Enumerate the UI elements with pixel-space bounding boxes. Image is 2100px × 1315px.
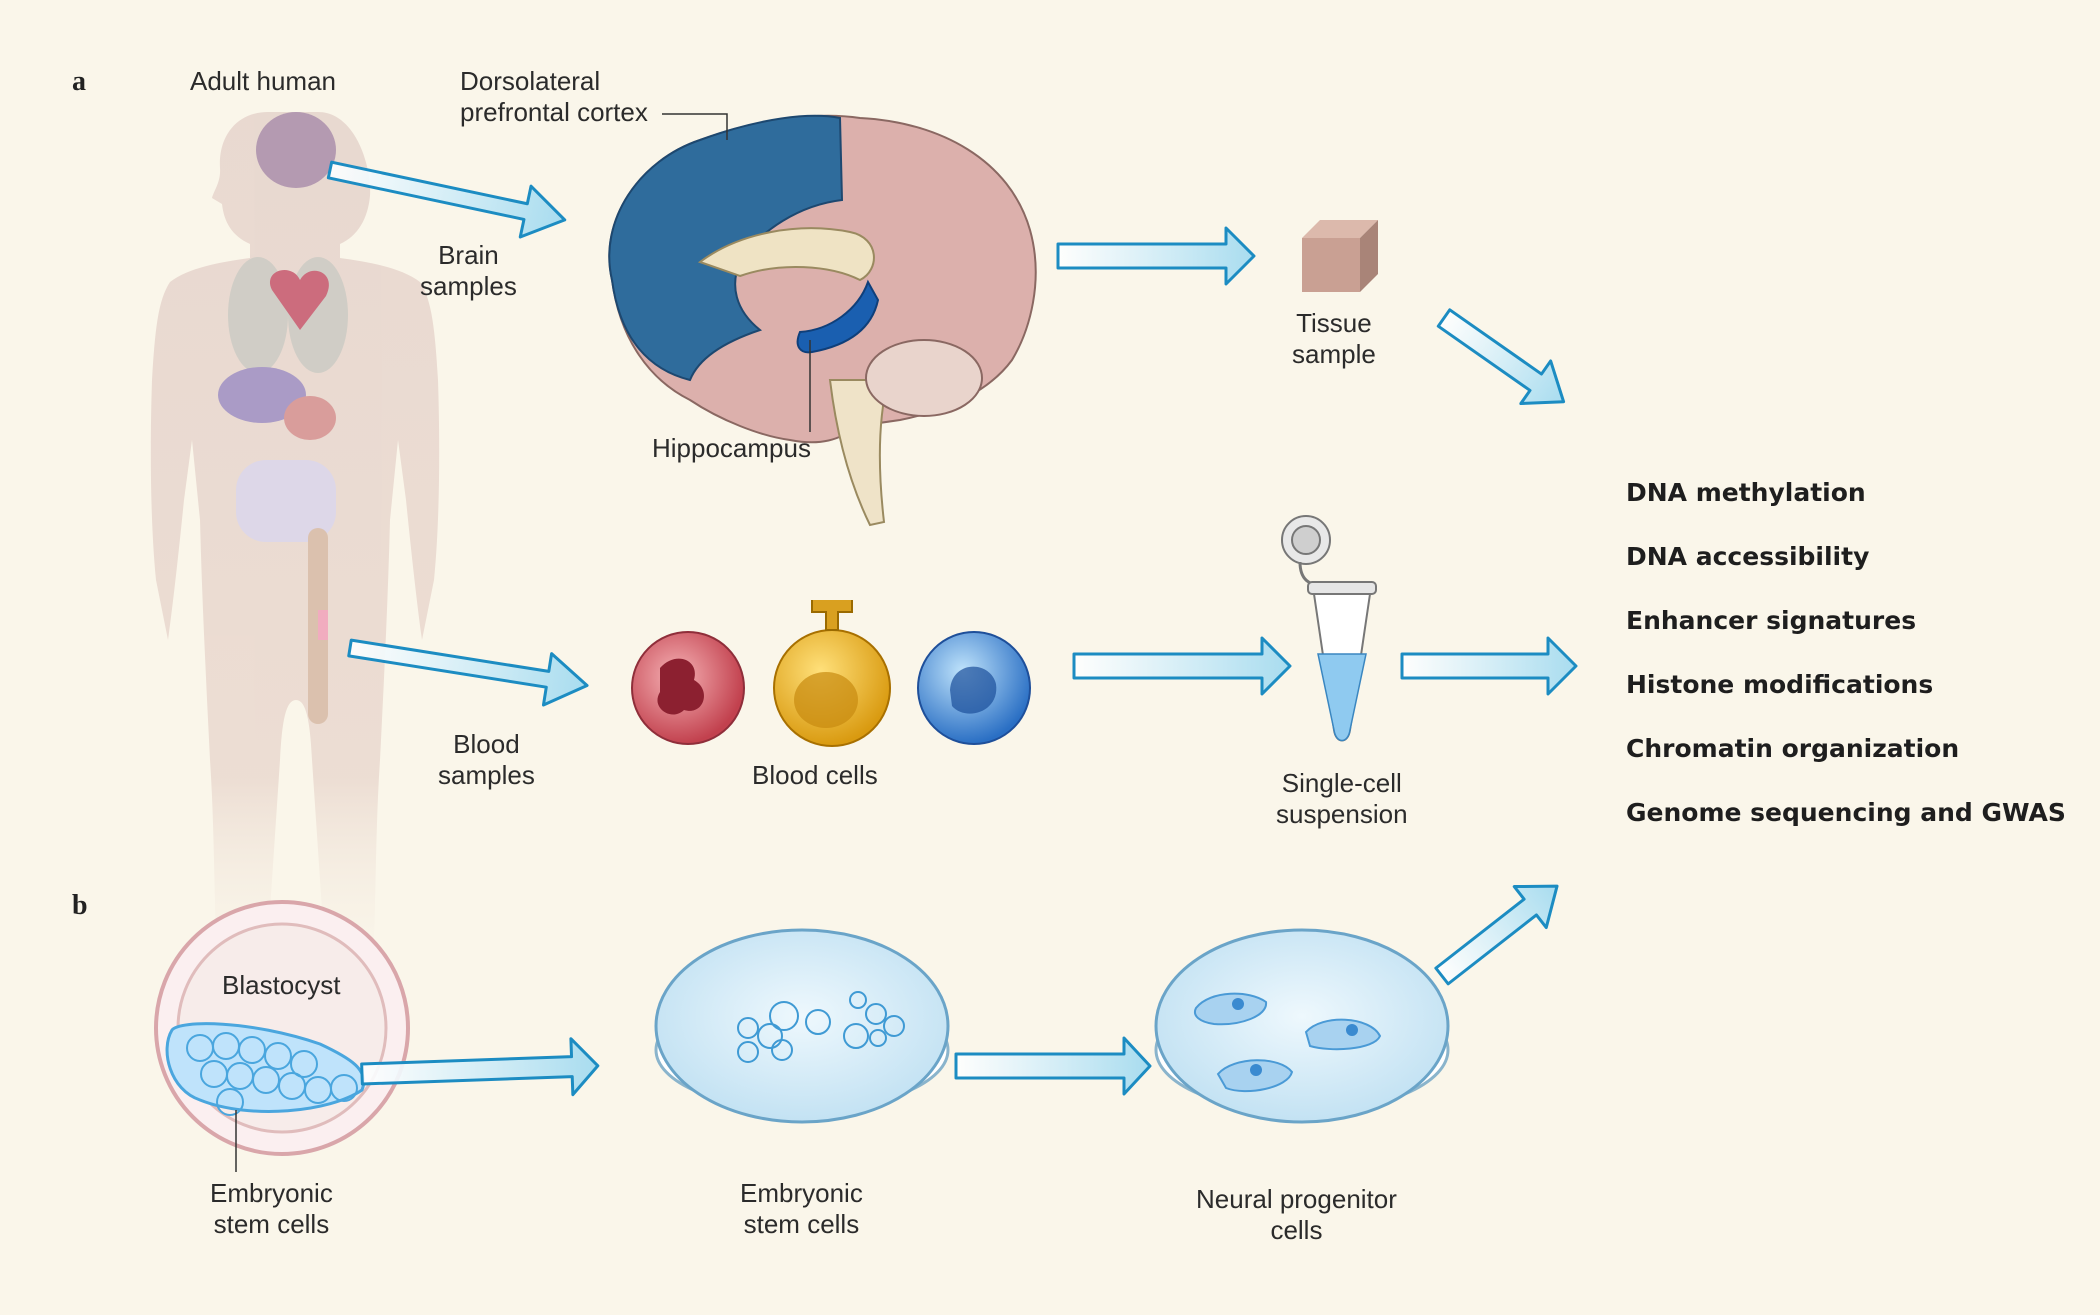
- blastocyst-label: Blastocyst: [222, 970, 341, 1000]
- brain-samples-label: Brain samples: [420, 240, 517, 302]
- liver-shape: [218, 367, 306, 423]
- human-brain-shape: [256, 112, 336, 188]
- blastocyst-illustration: [154, 900, 410, 1172]
- blood-samples-line2: samples: [438, 760, 535, 790]
- dlpfc-label-line1: Dorsolateral: [460, 66, 601, 96]
- npc-line1: Neural progenitor: [1196, 1184, 1397, 1214]
- single-cell-line1: Single-cell: [1281, 768, 1402, 798]
- hippocampus-highlight: [796, 279, 880, 354]
- tissue-sample-cube: [1302, 220, 1378, 292]
- output-dna-methylation: DNA methylation: [1626, 478, 1866, 507]
- corpus-callosum: [697, 227, 875, 282]
- esc-dish-line2: stem cells: [743, 1209, 860, 1239]
- arrow-tissue-to-outputs: [1436, 308, 1566, 406]
- brain-samples-line2: samples: [420, 271, 517, 301]
- esc-petri-dish: [654, 928, 950, 1124]
- tissue-sample-line2: sample: [1292, 339, 1376, 369]
- blood-cells-group: [631, 600, 1031, 747]
- arrow-human-to-blood: [347, 638, 589, 707]
- hippocampus-label: Hippocampus: [652, 433, 811, 463]
- output-enhancer-signatures: Enhancer signatures: [1626, 606, 1917, 635]
- arrow-tube-to-outputs: [1400, 636, 1578, 696]
- dlpfc-label-line2: prefrontal cortex: [460, 97, 648, 127]
- blood-samples-line1: Blood: [453, 729, 520, 759]
- output-chromatin-organization: Chromatin organization: [1626, 734, 1960, 763]
- arrow-brain-to-tissue: [1056, 226, 1256, 286]
- human-figure: [150, 112, 440, 1000]
- brain-samples-line1: Brain: [438, 240, 499, 270]
- arrows: [326, 160, 1578, 1097]
- npc-label: Neural progenitor cells: [1196, 1184, 1397, 1246]
- heart-shape: [269, 269, 329, 330]
- panel-label-b: b: [72, 890, 88, 921]
- brain-illustration: [608, 113, 1037, 527]
- adult-human-label: Adult human: [190, 66, 336, 96]
- esc-blastocyst-line2: stem cells: [213, 1209, 330, 1239]
- arrow-esc-to-npc: [954, 1036, 1152, 1096]
- arrow-npc-to-outputs: [1434, 884, 1559, 986]
- arrow-human-to-brain: [326, 160, 567, 239]
- stomach-shape: [284, 396, 336, 440]
- npc-line2: cells: [1270, 1215, 1323, 1245]
- blood-cells-label: Blood cells: [752, 760, 878, 790]
- arrow-blastocyst-to-esc: [360, 1037, 600, 1097]
- single-cell-label: Single-cell suspension: [1276, 768, 1408, 830]
- single-cell-tube: [1281, 515, 1377, 742]
- output-genome-sequencing: Genome sequencing and GWAS: [1626, 798, 2066, 827]
- cerebellum: [865, 339, 983, 417]
- tissue-sample-label: Tissue sample: [1292, 308, 1376, 370]
- output-dna-accessibility: DNA accessibility: [1626, 542, 1870, 571]
- npc-petri-dish: [1154, 928, 1450, 1124]
- intestines-shape: [236, 460, 336, 542]
- dlpfc-label: Dorsolateral prefrontal cortex: [460, 66, 648, 128]
- esc-dish-line1: Embryonic: [740, 1178, 863, 1208]
- human-body-silhouette: [150, 112, 440, 1000]
- esc-blastocyst-line1: Embryonic: [210, 1178, 333, 1208]
- arrow-blood-to-tube: [1072, 636, 1292, 696]
- panel-label-a: a: [72, 66, 86, 97]
- dlpfc-leader-line: [662, 113, 728, 140]
- bone-marrow-highlight: [318, 610, 328, 640]
- brainstem: [828, 379, 890, 527]
- blood-samples-label: Blood samples: [438, 729, 535, 791]
- single-cell-line2: suspension: [1276, 799, 1408, 829]
- esc-blastocyst-label: Embryonic stem cells: [210, 1178, 333, 1240]
- esc-dish-label: Embryonic stem cells: [740, 1178, 863, 1240]
- tissue-sample-line1: Tissue: [1296, 308, 1372, 338]
- output-histone-modifications: Histone modifications: [1626, 670, 1934, 699]
